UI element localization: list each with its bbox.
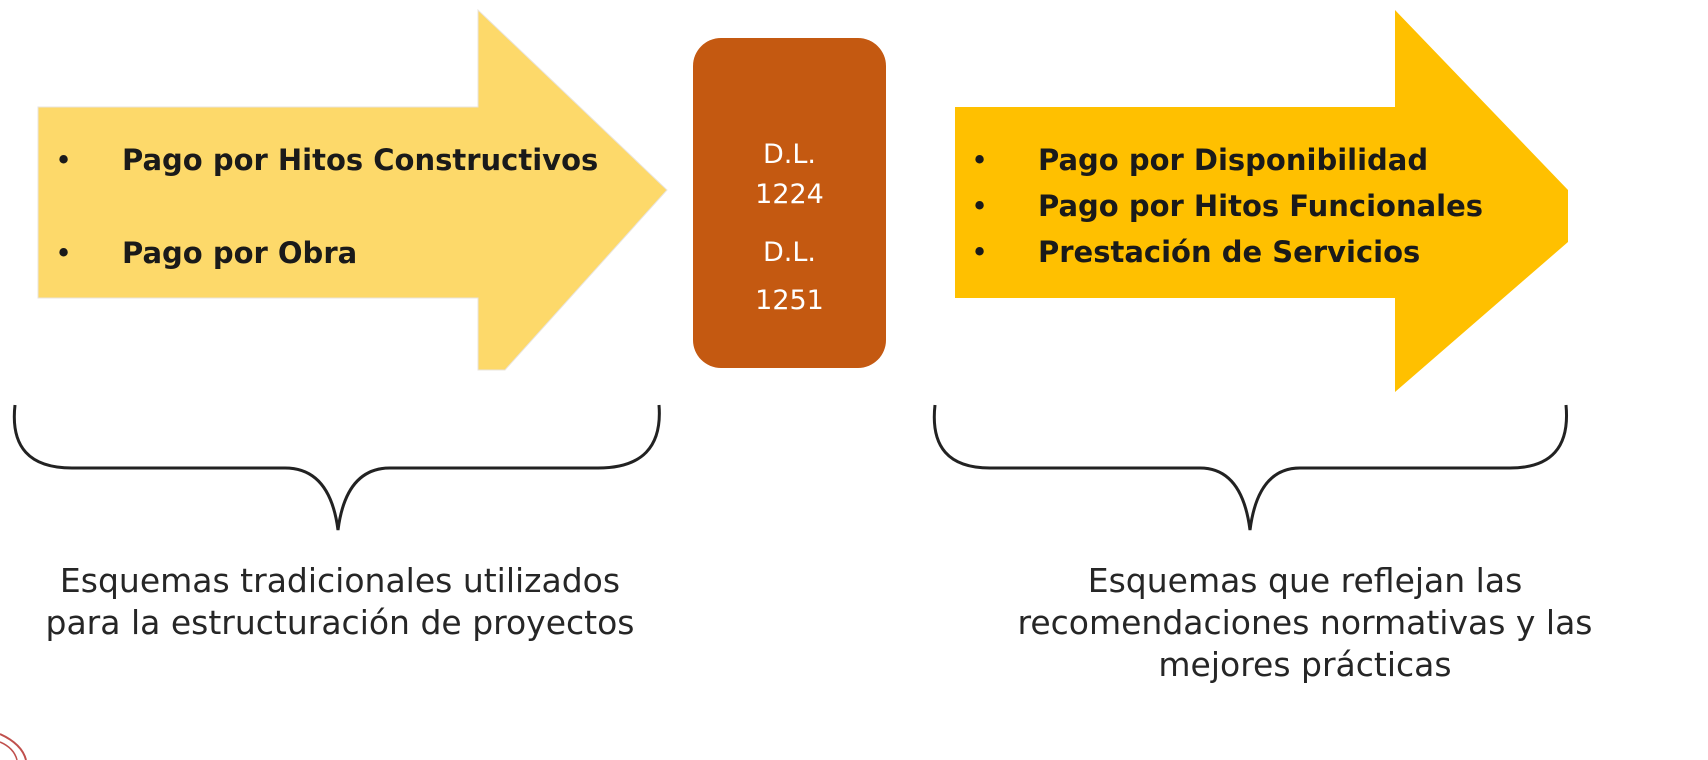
decree-label-2-line2: 1251 — [755, 285, 824, 316]
logo-mark-inner — [0, 741, 18, 760]
bullet-icon: • — [55, 236, 73, 270]
left-arrow-shape — [37, 8, 668, 371]
list-item: • Pago por Hitos Constructivos — [55, 142, 598, 235]
right-arrow-list: • Pago por Disponibilidad • Pago por Hit… — [971, 142, 1483, 280]
list-item-label: Pago por Obra — [122, 236, 358, 270]
bullet-icon: • — [971, 235, 989, 269]
logo-mark — [0, 733, 27, 760]
bullet-icon: • — [971, 143, 989, 177]
caption-line: mejores prácticas — [1158, 645, 1452, 684]
left-curly-brace — [12, 404, 661, 531]
bullet-icon: • — [55, 143, 73, 177]
caption-line: Esquemas que reflejan las — [1087, 561, 1523, 600]
decree-label-2-line1: D.L. — [763, 237, 816, 268]
list-item: • Pago por Hitos Funcionales — [971, 188, 1483, 234]
caption-line: Esquemas tradicionales utilizados — [59, 561, 621, 600]
right-caption: Esquemas que reflejan las recomendacione… — [935, 560, 1675, 686]
left-caption: Esquemas tradicionales utilizados para l… — [0, 560, 680, 644]
bullet-icon: • — [971, 189, 989, 223]
list-item: • Prestación de Servicios — [971, 234, 1483, 280]
list-item: • Pago por Obra — [55, 235, 598, 328]
left-arrow-list: • Pago por Hitos Constructivos • Pago po… — [55, 142, 598, 328]
caption-line: recomendaciones normativas y las — [1017, 603, 1593, 642]
list-item-label: Prestación de Servicios — [1038, 235, 1421, 269]
decree-label-1-line2: 1224 — [755, 179, 824, 210]
list-item: • Pago por Disponibilidad — [971, 142, 1483, 188]
center-decree-box: D.L. 1224 D.L. 1251 — [693, 38, 886, 368]
list-item-label: Pago por Hitos Funcionales — [1038, 189, 1484, 223]
right-arrow-shape — [955, 10, 1568, 392]
decree-label-1-line1: D.L. — [763, 139, 816, 170]
right-curly-brace — [932, 404, 1569, 531]
list-item-label: Pago por Disponibilidad — [1038, 143, 1429, 177]
caption-line: para la estructuración de proyectos — [45, 603, 635, 642]
list-item-label: Pago por Hitos Constructivos — [122, 143, 599, 177]
